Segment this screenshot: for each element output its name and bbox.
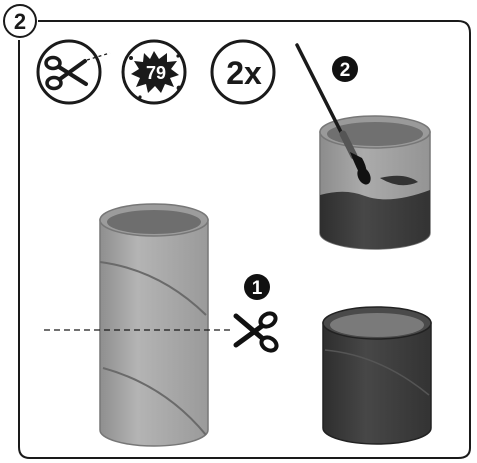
step-number-badge: 2	[3, 4, 37, 38]
step-1-number: 1	[252, 278, 263, 299]
paint-color-number: 79	[146, 63, 166, 83]
step-1-callout: 1	[244, 274, 270, 300]
step-frame	[18, 20, 471, 459]
paintbrush-icon	[295, 43, 371, 185]
paint-splat-icon	[129, 51, 182, 99]
step-2-callout: 2	[332, 56, 358, 82]
scissors-tool-badge	[36, 39, 111, 105]
paint-color-badge: 79	[121, 39, 187, 105]
repeat-count-badge: 2x	[210, 39, 276, 105]
painted-tube-piece	[322, 306, 432, 445]
repeat-count-label: 2x	[226, 55, 262, 91]
step-number: 2	[14, 9, 26, 34]
tube-piece-being-painted	[319, 115, 431, 250]
step-2-number: 2	[340, 60, 351, 81]
scissors-icon	[44, 52, 111, 91]
cardboard-tube	[99, 203, 209, 447]
scissors-icon	[233, 311, 279, 353]
